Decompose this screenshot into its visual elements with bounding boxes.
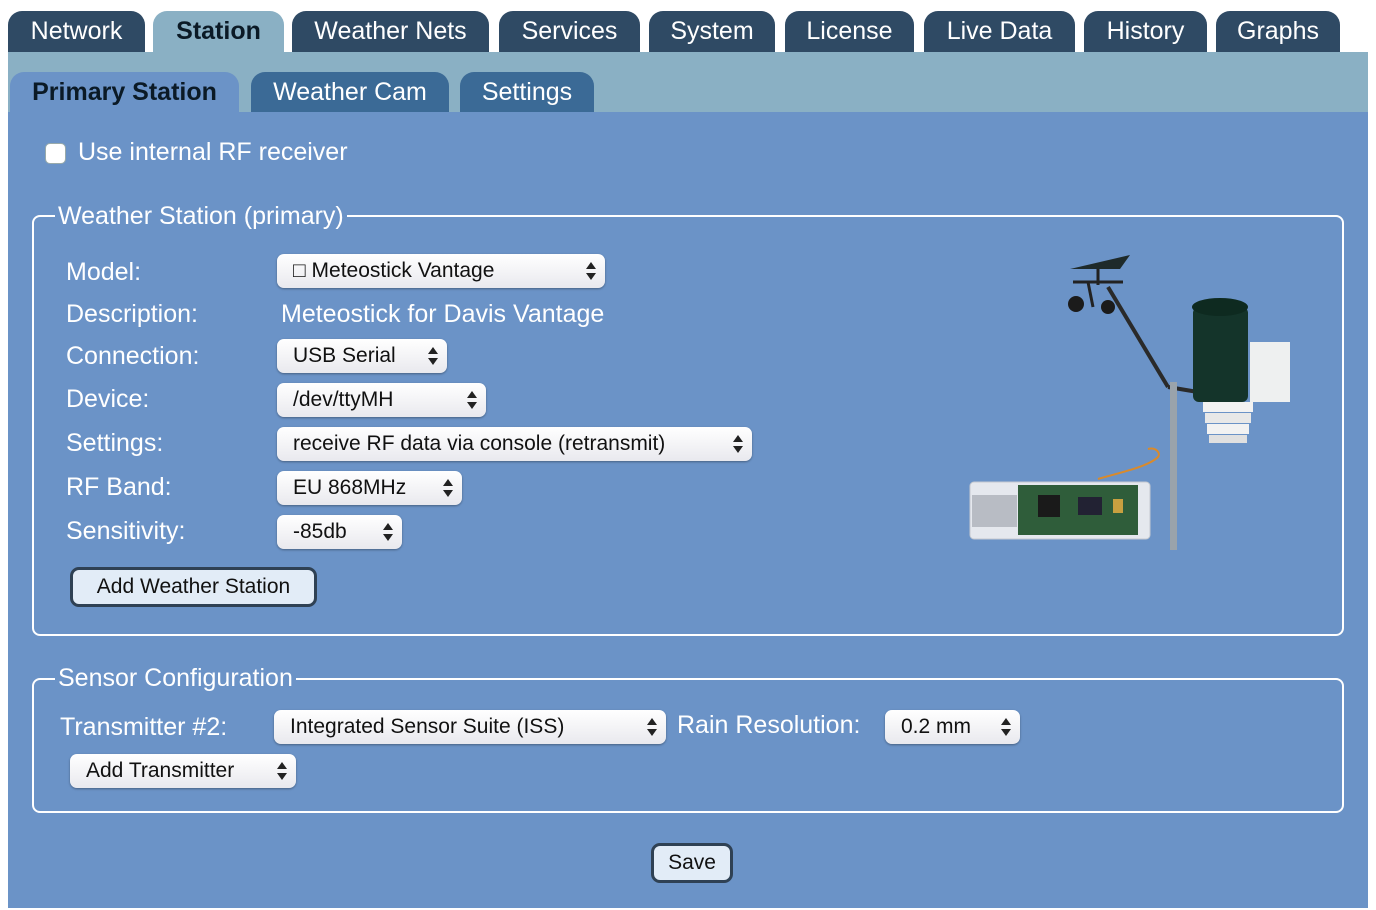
connection-select[interactable]: USB Serial [277,339,447,373]
rf-band-label: RF Band: [66,473,172,501]
tab-live-data[interactable]: Live Data [924,11,1075,52]
model-select[interactable]: □ Meteostick Vantage [277,254,605,288]
select-arrows-icon [383,523,393,541]
weather-station-legend: Weather Station (primary) [55,201,347,231]
connection-label: Connection: [66,342,200,370]
select-arrows-icon [443,479,453,497]
sensitivity-select[interactable]: -85db [277,515,402,549]
select-arrows-icon [467,391,477,409]
tab-station[interactable]: Station [153,11,284,52]
tab-history[interactable]: History [1084,11,1207,52]
tab-services[interactable]: Services [499,11,640,52]
tab-license[interactable]: License [785,11,914,52]
tab-system[interactable]: System [649,11,775,52]
connection-value: USB Serial [293,344,396,367]
tab-graphs[interactable]: Graphs [1216,11,1340,52]
model-value: □ Meteostick Vantage [293,259,495,282]
tab-primary-station[interactable]: Primary Station [10,72,239,112]
add-transmitter-select[interactable]: Add Transmitter [70,754,296,788]
model-label: Model: [66,258,142,286]
select-arrows-icon [647,718,657,736]
rf-band-select[interactable]: EU 868MHz [277,471,462,505]
add-transmitter-value: Add Transmitter [86,759,235,782]
transmitter-select[interactable]: Integrated Sensor Suite (ISS) [274,710,666,744]
rain-resolution-select[interactable]: 0.2 mm [885,710,1020,744]
rain-resolution-label: Rain Resolution: [677,711,861,739]
tab-settings[interactable]: Settings [460,72,594,112]
weather-station-image [969,255,1290,550]
select-arrows-icon [428,347,438,365]
save-button[interactable]: Save [651,843,733,883]
select-arrows-icon [586,262,596,280]
internal-rf-checkbox[interactable] [45,143,66,164]
sensitivity-value: -85db [293,520,347,543]
settings-select[interactable]: receive RF data via console (retransmit) [277,427,752,461]
rf-band-value: EU 868MHz [293,476,407,499]
station-panel: Use internal RF receiver Weather Station… [8,112,1368,908]
settings-value: receive RF data via console (retransmit) [293,432,666,455]
transmitter-label: Transmitter #2: [60,713,228,741]
settings-label: Settings: [66,429,164,457]
sensor-config-group [32,678,1344,813]
tab-network[interactable]: Network [8,11,145,52]
internal-rf-label[interactable]: Use internal RF receiver [78,138,348,166]
weather-station-group [32,215,1344,636]
select-arrows-icon [733,435,743,453]
tab-weather-nets[interactable]: Weather Nets [292,11,489,52]
sensitivity-label: Sensitivity: [66,517,186,545]
add-weather-station-button[interactable]: Add Weather Station [70,567,317,607]
device-select[interactable]: /dev/ttyMH [277,383,486,417]
sensor-config-legend: Sensor Configuration [55,663,296,693]
tab-weather-cam[interactable]: Weather Cam [251,72,449,112]
description-label: Description: [66,300,198,328]
transmitter-value: Integrated Sensor Suite (ISS) [290,715,565,738]
device-label: Device: [66,385,150,413]
sub-tab-bar: Primary Station Weather Cam Settings [8,52,1368,112]
top-tab-bar: Network Station Weather Nets Services Sy… [8,11,1370,52]
rain-resolution-value: 0.2 mm [901,715,972,738]
select-arrows-icon [1001,718,1011,736]
description-value: Meteostick for Davis Vantage [281,300,605,328]
select-arrows-icon [277,762,287,780]
device-value: /dev/ttyMH [293,388,394,411]
